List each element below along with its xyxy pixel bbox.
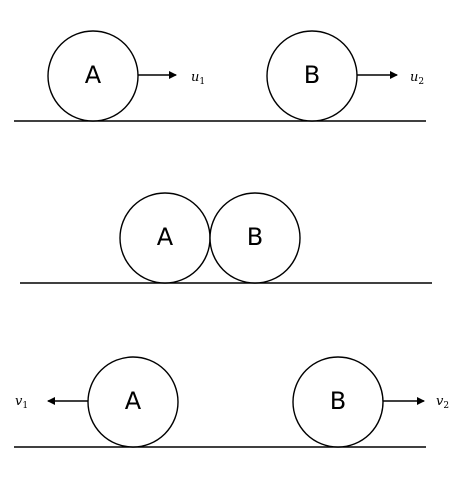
ball-b-label: B xyxy=(247,223,263,251)
ball-a-label: A xyxy=(157,223,174,251)
stage-before-collision: A u1 B u2 xyxy=(14,30,426,122)
ball-b-label: B xyxy=(304,61,320,89)
velocity-label-u1: u1 xyxy=(191,70,205,87)
ball-a xyxy=(47,30,139,122)
stage-during-collision: A B xyxy=(20,192,432,284)
ball-b xyxy=(266,30,358,122)
stage-after-collision: v1 A B v2 xyxy=(14,356,449,448)
ball-a-label: A xyxy=(85,61,102,89)
ball-a xyxy=(87,356,179,448)
velocity-label-v1: v1 xyxy=(15,394,28,411)
velocity-label-u2: u2 xyxy=(410,70,424,87)
ball-b xyxy=(292,356,384,448)
ball-a-label: A xyxy=(125,387,142,415)
velocity-label-v2: v2 xyxy=(436,394,449,411)
ball-b-label: B xyxy=(330,387,346,415)
ball-b xyxy=(209,192,301,284)
